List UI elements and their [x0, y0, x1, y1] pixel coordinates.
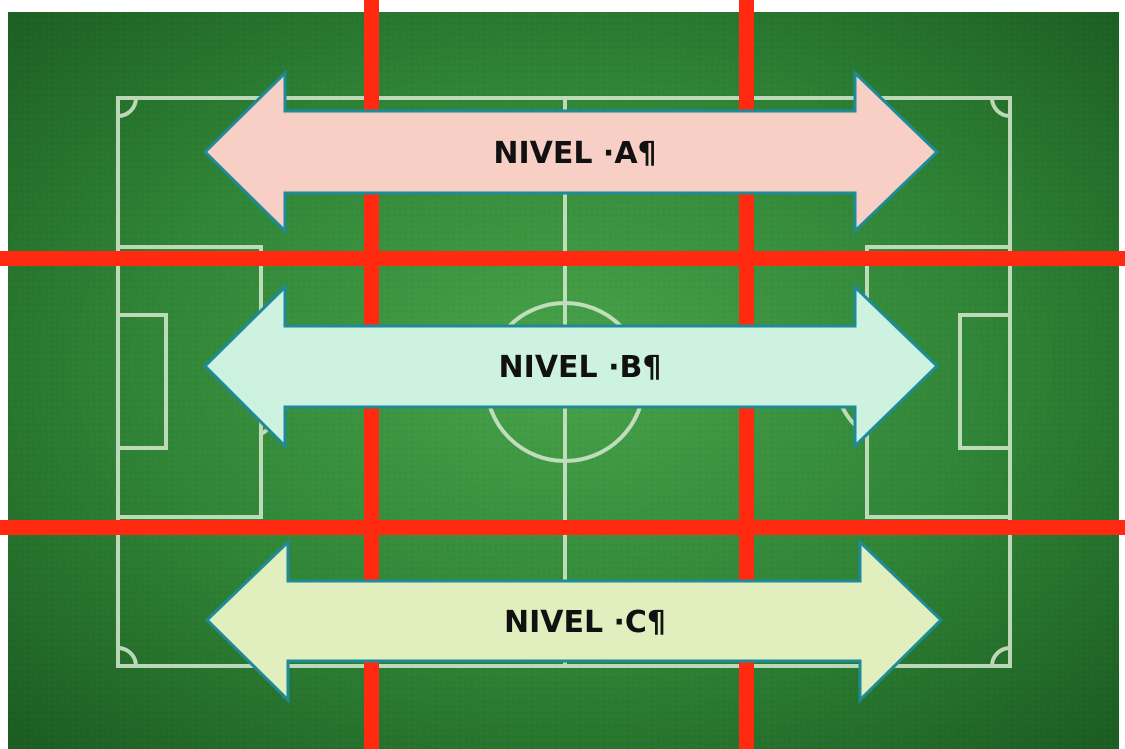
horizontal-divider-top	[0, 251, 1125, 266]
level-b-arrow-shape	[202, 283, 940, 450]
level-b-label: NIVEL ·B¶	[499, 350, 662, 385]
corner-arc-bottom-left	[117, 646, 138, 667]
horizontal-divider-bottom	[0, 520, 1125, 535]
corner-arc-bottom-right	[990, 646, 1011, 667]
level-c-label: NIVEL ·C¶	[504, 605, 666, 640]
level-a-arrow-shape	[202, 69, 940, 235]
level-c-arrow-shape	[204, 538, 944, 704]
level-c-arrow: NIVEL ·C¶	[204, 538, 944, 704]
level-a-label: NIVEL ·A¶	[493, 136, 656, 171]
level-a-arrow: NIVEL ·A¶	[202, 69, 940, 235]
corner-arc-top-left	[117, 97, 138, 118]
left-goal-area	[116, 313, 168, 450]
right-goal-area	[958, 313, 1012, 450]
level-b-arrow: NIVEL ·B¶	[202, 283, 940, 450]
corner-arc-top-right	[990, 97, 1011, 118]
